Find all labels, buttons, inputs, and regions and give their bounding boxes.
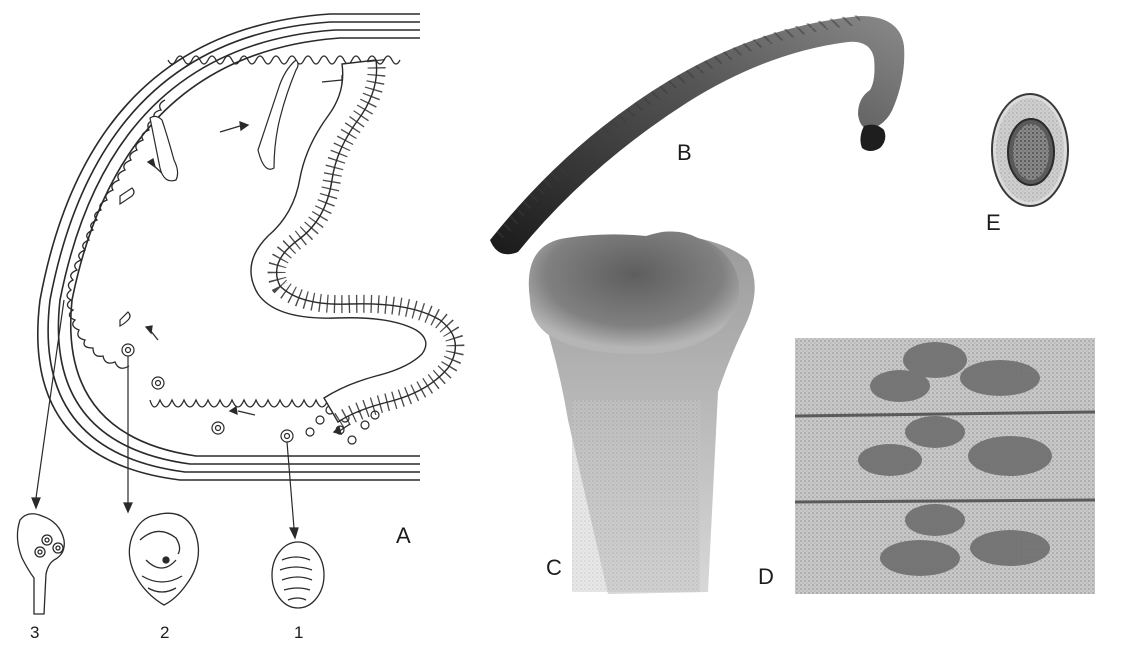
stage-label-1: 1 bbox=[294, 624, 303, 641]
inset-cysticercus bbox=[129, 513, 198, 605]
panel-label-a: A bbox=[396, 525, 411, 547]
adult-worm bbox=[251, 60, 455, 422]
inset-scolex-sketch bbox=[17, 514, 64, 614]
tapeworm-photo bbox=[490, 16, 904, 254]
scolex-photo bbox=[529, 231, 755, 594]
inset-egg bbox=[272, 542, 324, 608]
panel-label-b: B bbox=[677, 142, 692, 164]
egg-photo bbox=[992, 94, 1068, 206]
stage-label-2: 2 bbox=[160, 624, 169, 641]
panel-label-d: D bbox=[758, 566, 774, 588]
panel-label-e: E bbox=[986, 212, 1001, 234]
panel-label-c: C bbox=[546, 557, 562, 579]
leader-lines bbox=[32, 300, 298, 538]
stage-label-3: 3 bbox=[30, 624, 39, 641]
proglottids-photo bbox=[795, 338, 1095, 594]
